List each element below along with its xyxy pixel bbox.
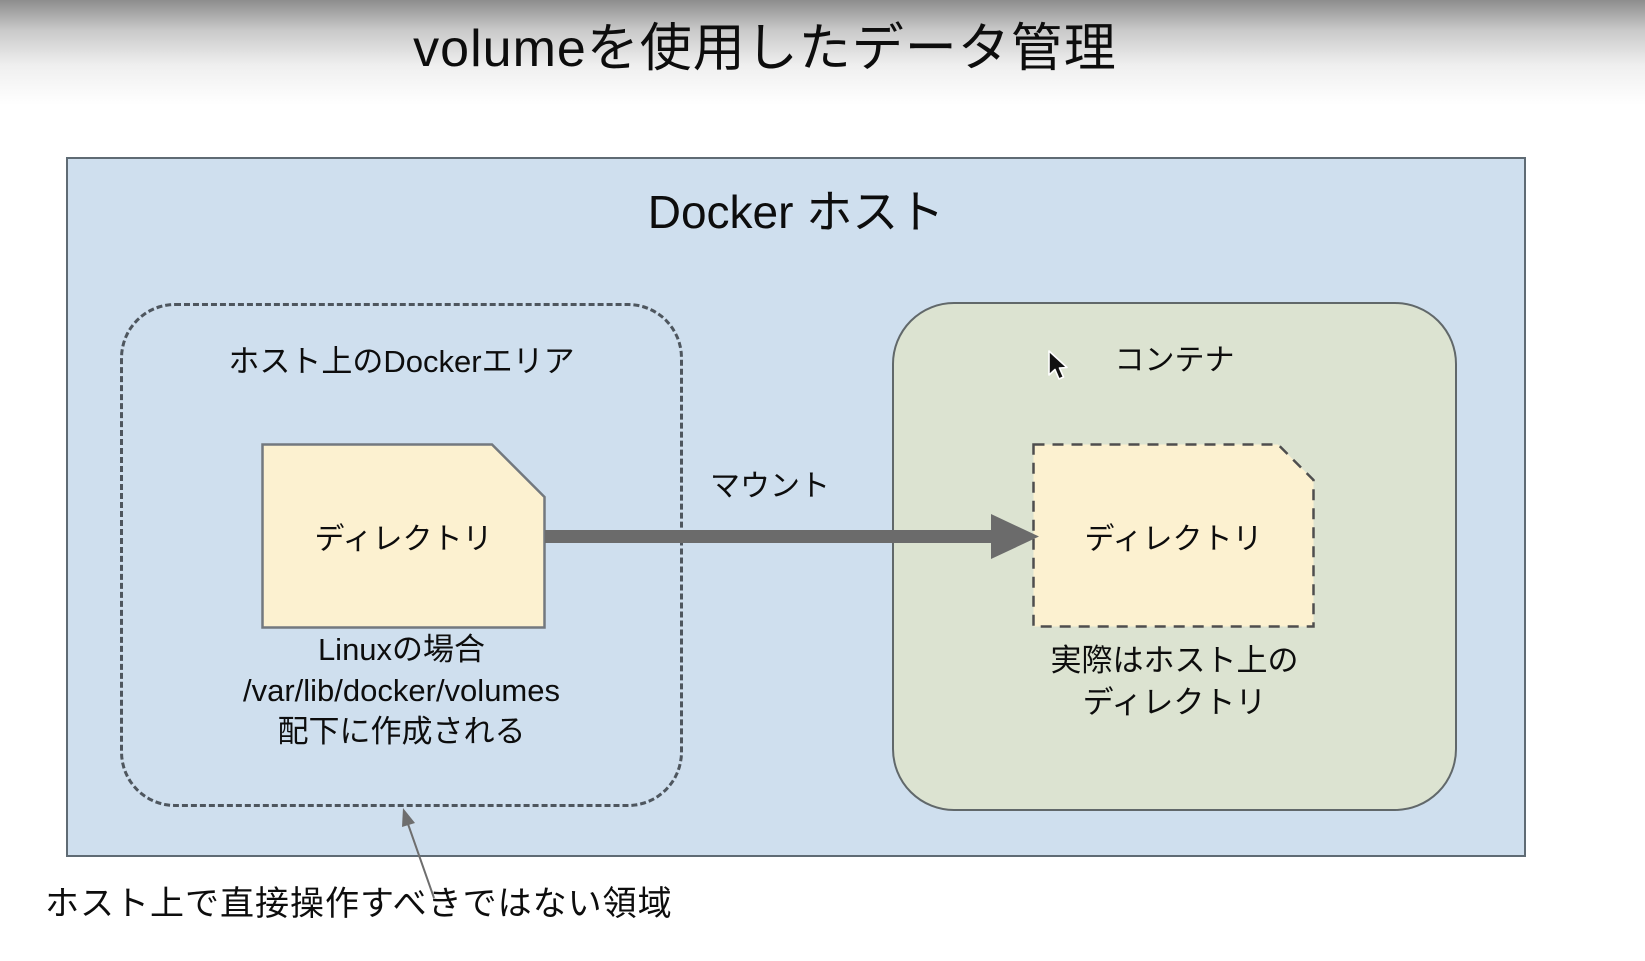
page-title: volumeを使用したデータ管理 [413,20,1117,78]
docker-area-note: Linuxの場合 /var/lib/docker/volumes 配下に作成され… [120,629,683,752]
note-line: 実際はホスト上の [1050,643,1299,678]
host-directory-shape [261,443,546,629]
container-note: 実際はホスト上の ディレクトリ [892,640,1457,724]
annotation-text: ホスト上で直接操作すべきではない領域 [45,885,673,923]
note-line: Linuxの場合 [317,632,486,667]
docker-area-label: ホスト上のDockerエリア [228,344,575,379]
note-line: 配下に作成される [277,714,526,749]
mount-arrow [545,514,1039,559]
container-label: コンテナ [1114,344,1235,377]
host-directory-label: ディレクトリ [314,523,493,556]
note-line: /var/lib/docker/volumes [242,673,560,708]
container-directory-label: ディレクトリ [1084,522,1263,556]
mouse-cursor-icon [1048,350,1068,380]
docker-host-label: Docker ホスト [647,186,945,238]
note-line: ディレクトリ [1082,685,1267,720]
container-directory-shape [1032,443,1315,628]
mount-label: マウント [710,470,830,503]
docker-area-dashed-box [120,303,683,807]
annotation-leader-arrow [402,808,435,899]
